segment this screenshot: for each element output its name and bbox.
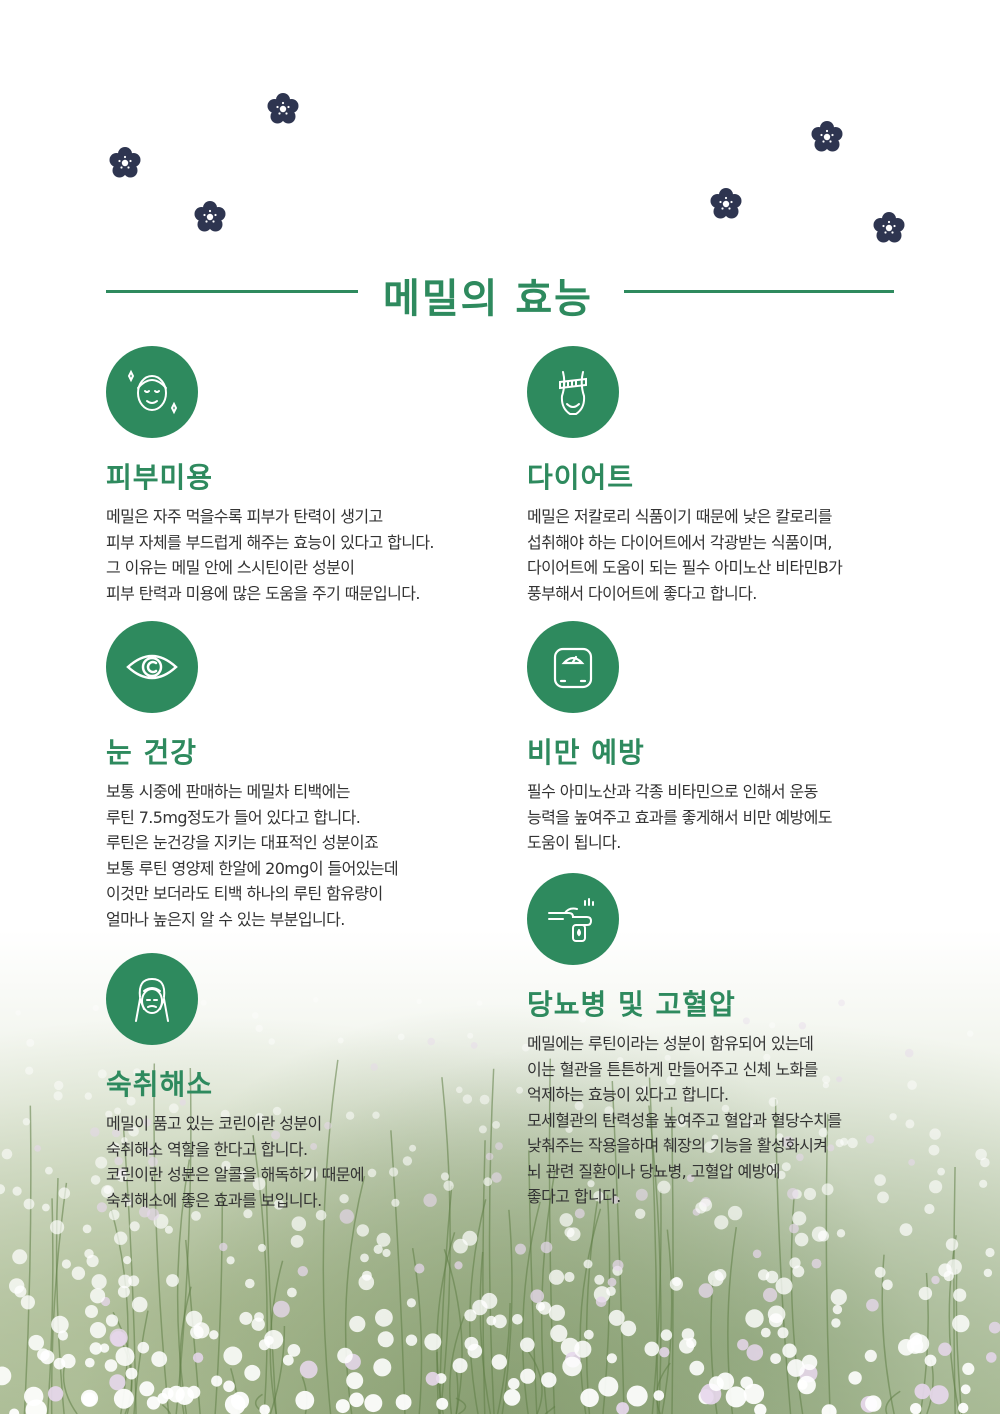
section-body: 필수 아미노산과 각종 비타민으로 인해서 운동 능력을 높여주고 효과를 좋게… — [527, 779, 832, 856]
plum-blossom-icon — [267, 93, 299, 124]
section-body: 메밀은 저칼로리 식품이기 때문에 낮은 칼로리를 섭취해야 하는 다이어트에서… — [527, 504, 843, 606]
body-line: 그 이유는 메밀 안에 스시틴이란 성분이 — [106, 558, 355, 577]
blood-test-icon — [527, 873, 619, 965]
body-line: 도움이 됩니다. — [527, 833, 621, 852]
body-line: 피부 탄력과 미용에 많은 도움을 주기 때문입니다. — [106, 583, 420, 603]
headache-icon — [106, 953, 198, 1045]
title-divider-right — [624, 290, 894, 293]
body-line: 루틴 7.5mg정도가 들어 있다고 합니다. — [106, 807, 361, 827]
body-line: 숙취해소 역할을 한다고 합니다. — [106, 1139, 308, 1159]
body-line: 코린이란 성분은 알콜을 해독하기 때문에 — [106, 1165, 365, 1184]
plum-blossom-icon — [194, 201, 226, 232]
body-line: 모세혈관의 탄력성을 높여주고 혈압과 혈당수치를 — [527, 1110, 842, 1130]
body-line: 섭취해야 하는 다이어트에서 각광받는 식품이며, — [527, 532, 832, 552]
section-title: 다이어트 — [527, 461, 635, 494]
plum-blossom-icon — [811, 121, 843, 152]
body-line: 뇌 관련 질환이나 당뇨병, 고혈압 예방에 — [527, 1161, 780, 1181]
page-title: 메밀의 효능 — [383, 275, 593, 322]
body-line: 풍부해서 다이어트에 좋다고 합니다. — [527, 583, 757, 603]
waist-diet-icon — [527, 346, 619, 438]
body-line: 필수 아미노산과 각종 비타민으로 인해서 운동 — [527, 782, 818, 801]
scale-icon — [527, 621, 619, 713]
section-hangover-relief: 숙취해소 메밀이 품고 있는 코린이란 성분이 숙취해소 역할을 한다고 합니다… — [106, 953, 365, 1213]
section-diet: 다이어트 메밀은 저칼로리 식품이기 때문에 낮은 칼로리를 섭취해야 하는 다… — [527, 346, 843, 606]
body-line: 메밀은 자주 먹을수록 피부가 탄력이 생기고 — [106, 507, 383, 526]
body-line: 이것만 보더라도 티백 하나의 루틴 함유량이 — [106, 884, 383, 903]
plum-blossom-icon — [109, 147, 141, 178]
plum-blossom-icon — [710, 188, 742, 219]
body-line: 메밀에는 루틴이라는 성분이 함유되어 있는데 — [527, 1034, 814, 1053]
section-title: 숙취해소 — [106, 1068, 214, 1101]
body-line: 좋다고 합니다. — [527, 1187, 621, 1206]
face-skin-icon — [106, 346, 198, 438]
section-title: 눈 건강 — [106, 736, 198, 769]
section-title: 피부미용 — [106, 461, 214, 494]
body-line: 이는 혈관을 튼튼하게 만들어주고 신체 노화를 — [527, 1059, 818, 1079]
plum-blossom-icon — [873, 212, 905, 243]
section-body: 메밀이 품고 있는 코린이란 성분이 숙취해소 역할을 한다고 합니다. 코린이… — [106, 1111, 365, 1213]
body-line: 다이어트에 도움이 되는 필수 아미노산 비타민B가 — [527, 558, 843, 577]
section-diabetes-hypertension: 당뇨병 및 고혈압 메밀에는 루틴이라는 성분이 함유되어 있는데 이는 혈관을… — [527, 873, 842, 1210]
eye-icon — [106, 621, 198, 713]
body-line: 루틴은 눈건강을 지키는 대표적인 성분이죠 — [106, 833, 379, 852]
section-body: 메밀에는 루틴이라는 성분이 함유되어 있는데 이는 혈관을 튼튼하게 만들어주… — [527, 1031, 842, 1210]
body-line: 메밀은 저칼로리 식품이기 때문에 낮은 칼로리를 — [527, 507, 832, 526]
body-line: 보통 시중에 판매하는 메밀차 티백에는 — [106, 782, 350, 801]
body-line: 보통 루틴 영양제 한알에 20mg이 들어있는데 — [106, 858, 399, 878]
body-line: 억제하는 효능이 있다고 합니다. — [527, 1085, 729, 1104]
body-line: 숙취해소에 좋은 효과를 보입니다. — [106, 1190, 322, 1210]
flower-field-image — [0, 993, 1000, 1414]
flower-field-background — [0, 930, 1000, 1414]
section-body: 메밀은 자주 먹을수록 피부가 탄력이 생기고 피부 자체를 부드럽게 해주는 … — [106, 504, 435, 606]
section-obesity-prevention: 비만 예방 필수 아미노산과 각종 비타민으로 인해서 운동 능력을 높여주고 … — [527, 621, 832, 856]
section-skin-beauty: 피부미용 메밀은 자주 먹을수록 피부가 탄력이 생기고 피부 자체를 부드럽게… — [106, 346, 435, 606]
body-line: 능력을 높여주고 효과를 좋게해서 비만 예방에도 — [527, 807, 832, 827]
body-line: 피부 자체를 부드럽게 해주는 효능이 있다고 합니다. — [106, 532, 435, 552]
title-row: 메밀의 효능 — [106, 262, 894, 322]
body-line: 얼마나 높은지 알 수 있는 부분입니다. — [106, 909, 345, 929]
section-body: 보통 시중에 판매하는 메밀차 티백에는 루틴 7.5mg정도가 들어 있다고 … — [106, 779, 399, 932]
section-title: 비만 예방 — [527, 736, 645, 769]
title-divider-left — [106, 290, 358, 293]
section-eye-health: 눈 건강 보통 시중에 판매하는 메밀차 티백에는 루틴 7.5mg정도가 들어… — [106, 621, 399, 932]
section-title: 당뇨병 및 고혈압 — [527, 988, 736, 1021]
body-line: 낮춰주는 작용을하며 췌장의 기능을 활성화시켜 — [527, 1136, 828, 1155]
body-line: 메밀이 품고 있는 코린이란 성분이 — [106, 1114, 322, 1133]
